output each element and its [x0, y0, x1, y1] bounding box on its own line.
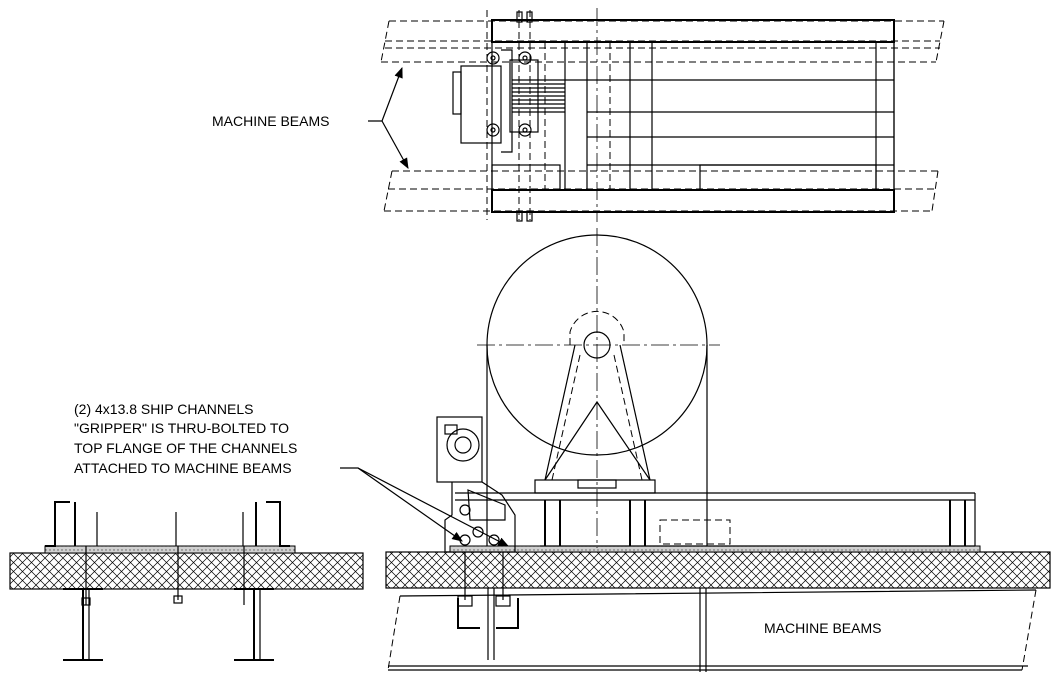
- annotations: MACHINE BEAMS MACHINE BEAMS (2) 4x13.8 S…: [74, 66, 881, 636]
- elevation-deck-plate: [449, 545, 981, 553]
- section-floor-deck: [9, 552, 364, 590]
- plan-view: [380, 8, 945, 222]
- section-i-beam-left: [63, 588, 103, 661]
- section-channel-right: [255, 501, 290, 547]
- plan-gripper: [452, 10, 565, 222]
- elevation-gripper: [436, 416, 707, 672]
- label-machine-beams-bottom: MACHINE BEAMS: [764, 620, 881, 636]
- section-detail: [9, 501, 364, 661]
- note-line-4: ATTACHED TO MACHINE BEAMS: [74, 460, 292, 476]
- elevation-base-beam: [455, 492, 976, 547]
- note-line-1: (2) 4x13.8 SHIP CHANNELS: [74, 401, 253, 417]
- plan-frame: [491, 19, 895, 213]
- section-i-beam-right: [234, 588, 274, 661]
- section-channel-left: [45, 501, 76, 547]
- elevation-drum: [477, 228, 720, 548]
- section-deck-plate: [44, 545, 296, 554]
- label-machine-beams-top: MACHINE BEAMS: [212, 113, 329, 129]
- note-line-3: TOP FLANGE OF THE CHANNELS: [74, 440, 297, 456]
- elevation-view: [385, 228, 1051, 672]
- elevation-floor-deck: [385, 551, 1051, 589]
- elevation-machine-beams: [387, 589, 1037, 671]
- note-line-2: "GRIPPER" IS THRU-BOLTED TO: [74, 420, 289, 436]
- elevation-stand: [534, 344, 656, 494]
